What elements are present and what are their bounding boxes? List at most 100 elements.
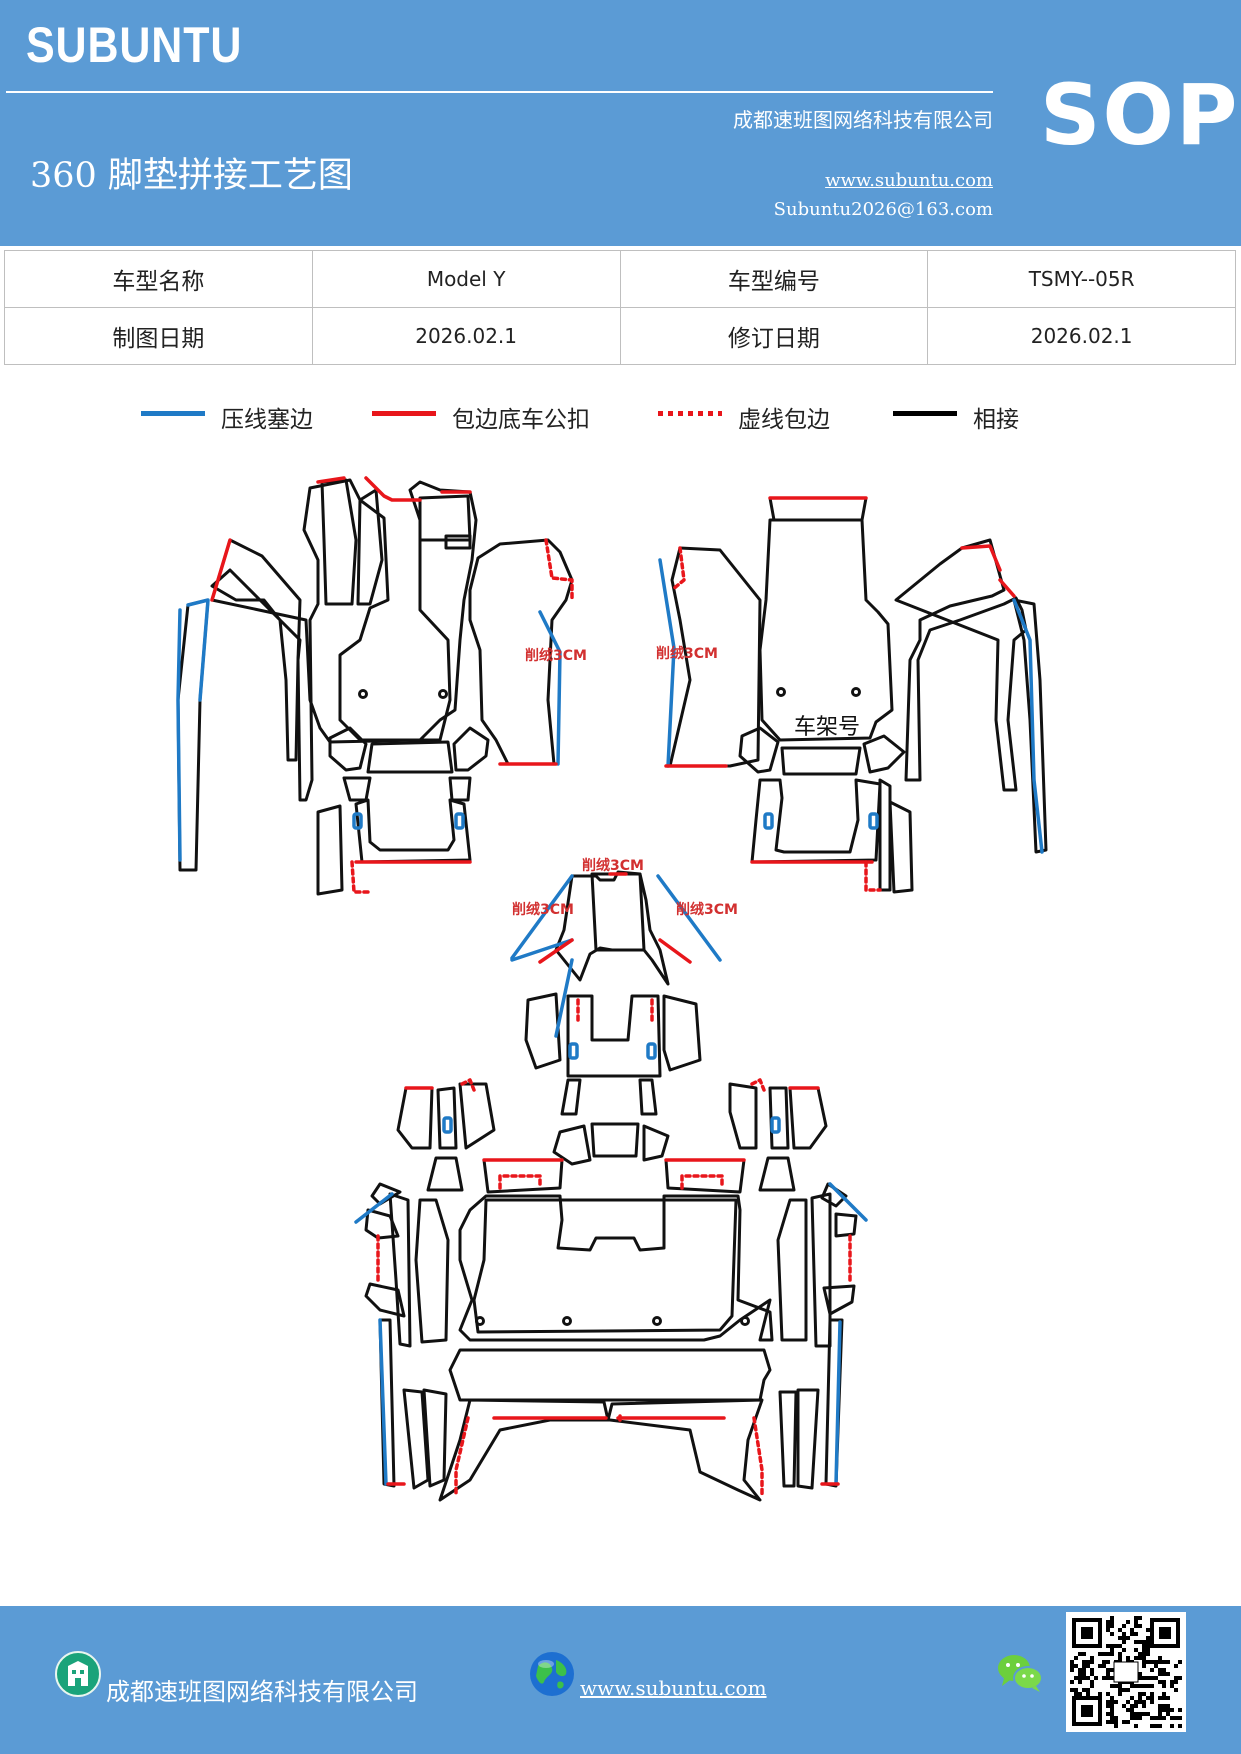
header-banner: SUBUNTU 成都速班图网络科技有限公司 360 脚垫拼接工艺图 www.su… xyxy=(0,0,1241,246)
mat-piece xyxy=(552,1124,592,1166)
legend-label: 包边底车公扣 xyxy=(452,407,590,433)
mat-piece xyxy=(418,494,472,542)
mat-piece xyxy=(366,740,454,774)
mat-piece xyxy=(824,1318,844,1488)
footer-company: 成都速班图网络科技有限公司 xyxy=(106,1678,418,1706)
mat-piece xyxy=(590,872,646,952)
mat-piece xyxy=(458,1194,774,1342)
revise-date-value: 2026.02.1 xyxy=(927,307,1236,365)
mat-piece xyxy=(638,1078,658,1116)
draw-date-value: 2026.02.1 xyxy=(311,307,621,365)
revise-date-label: 修订日期 xyxy=(619,307,929,365)
mat-piece xyxy=(458,1082,496,1150)
mat-piece xyxy=(370,1182,402,1206)
floor-mat-diagram: 削绒3CM 削绒3CM 削绒3CM 削绒3CM 削绒3CM 车架号 xyxy=(176,476,1048,1502)
mat-piece xyxy=(356,488,384,606)
mat-piece xyxy=(210,568,302,762)
mat-hole xyxy=(358,689,368,699)
mat-piece xyxy=(316,804,344,896)
header-divider xyxy=(6,91,993,93)
mat-piece xyxy=(328,726,368,772)
mat-piece xyxy=(834,1212,858,1238)
mat-piece xyxy=(776,1198,808,1342)
legend-swatch-red-dotted xyxy=(658,411,722,416)
mat-piece xyxy=(444,534,472,550)
blue-edges xyxy=(176,558,1044,1486)
mat-piece xyxy=(738,726,780,774)
mat-piece xyxy=(560,1078,582,1116)
sop-label: SOP xyxy=(1040,66,1240,164)
legend-swatch-black xyxy=(893,411,957,416)
mat-piece xyxy=(426,1156,464,1192)
vehicle-info-table: 车型名称 Model Y 车型编号 TSMY--05R 制图日期 2026.02… xyxy=(4,250,1236,365)
mat-piece xyxy=(788,1086,828,1150)
model-code-label: 车型编号 xyxy=(619,250,929,308)
mat-hole xyxy=(740,1316,750,1326)
mat-piece xyxy=(452,726,490,772)
cut-label: 削绒3CM xyxy=(676,901,738,918)
mat-piece xyxy=(590,1122,640,1158)
building-icon xyxy=(55,1651,101,1697)
mat-piece xyxy=(438,1398,764,1502)
mat-piece xyxy=(354,798,472,864)
mat-piece xyxy=(810,1192,832,1348)
mat-piece xyxy=(662,994,702,1072)
vin-label: 车架号 xyxy=(794,715,860,740)
mat-piece xyxy=(364,1282,406,1318)
red-dashed-edges xyxy=(350,538,882,1498)
mat-hole xyxy=(652,1316,662,1326)
page-title: 360 脚垫拼接工艺图 xyxy=(30,156,353,196)
globe-icon xyxy=(530,1652,574,1696)
cut-label: 削绒3CM xyxy=(582,857,644,874)
cut-label: 削绒3CM xyxy=(656,645,718,662)
model-name-label: 车型名称 xyxy=(4,250,313,308)
draw-date-label: 制图日期 xyxy=(4,307,313,365)
table-row: 车型名称 Model Y 车型编号 TSMY--05R xyxy=(4,250,1236,308)
mat-hole xyxy=(776,687,786,697)
header-website-link[interactable]: www.subuntu.com xyxy=(825,170,993,191)
brand-logo: SUBUNTU xyxy=(26,17,243,73)
mat-piece xyxy=(778,1390,798,1488)
mat-piece xyxy=(436,1086,458,1150)
legend: 压线塞边 包边底车公扣 虚线包边 相接 xyxy=(0,400,1241,440)
legend-swatch-blue xyxy=(141,411,205,416)
mat-piece xyxy=(822,1284,856,1316)
mat-piece xyxy=(878,778,892,892)
footer-website-link[interactable]: www.subuntu.com xyxy=(580,1676,767,1700)
mat-piece xyxy=(396,1086,434,1150)
footer-banner: 成都速班图网络科技有限公司 www.subuntu.com xyxy=(0,1606,1241,1754)
mat-piece xyxy=(758,1156,796,1192)
qr-code[interactable] xyxy=(1066,1612,1186,1732)
legend-label: 相接 xyxy=(973,407,1019,433)
mat-piece xyxy=(642,1124,670,1162)
mat-piece xyxy=(862,734,906,774)
mat-piece xyxy=(796,1388,820,1490)
diagram-labels: 削绒3CM 削绒3CM 削绒3CM 削绒3CM 削绒3CM 车架号 xyxy=(512,645,860,918)
model-code-value: TSMY--05R xyxy=(927,250,1236,308)
wechat-icon xyxy=(998,1655,1043,1692)
mat-piece xyxy=(468,538,574,766)
mat-piece xyxy=(780,746,862,776)
mat-piece xyxy=(448,1348,772,1402)
mat-piece xyxy=(414,1198,450,1344)
legend-label: 压线塞边 xyxy=(221,407,313,433)
legend-label: 虚线包边 xyxy=(738,407,830,433)
mat-piece xyxy=(888,800,914,894)
table-row: 制图日期 2026.02.1 修订日期 2026.02.1 xyxy=(4,307,1236,365)
cut-label: 削绒3CM xyxy=(512,901,574,918)
mat-piece xyxy=(422,1388,448,1488)
mat-piece xyxy=(728,1082,758,1150)
mat-piece xyxy=(342,776,372,802)
mat-outlines xyxy=(176,478,1048,1502)
mat-hole xyxy=(562,1316,572,1326)
mat-piece xyxy=(320,478,358,606)
mat-hole xyxy=(438,689,448,699)
mat-piece xyxy=(210,478,478,802)
mat-piece xyxy=(554,870,670,986)
mat-piece xyxy=(768,496,868,522)
header-company: 成都速班图网络科技有限公司 xyxy=(733,108,993,132)
mat-hole xyxy=(851,687,861,697)
mat-piece xyxy=(448,776,472,802)
mat-hole xyxy=(475,1316,485,1326)
mat-piece xyxy=(758,518,894,742)
